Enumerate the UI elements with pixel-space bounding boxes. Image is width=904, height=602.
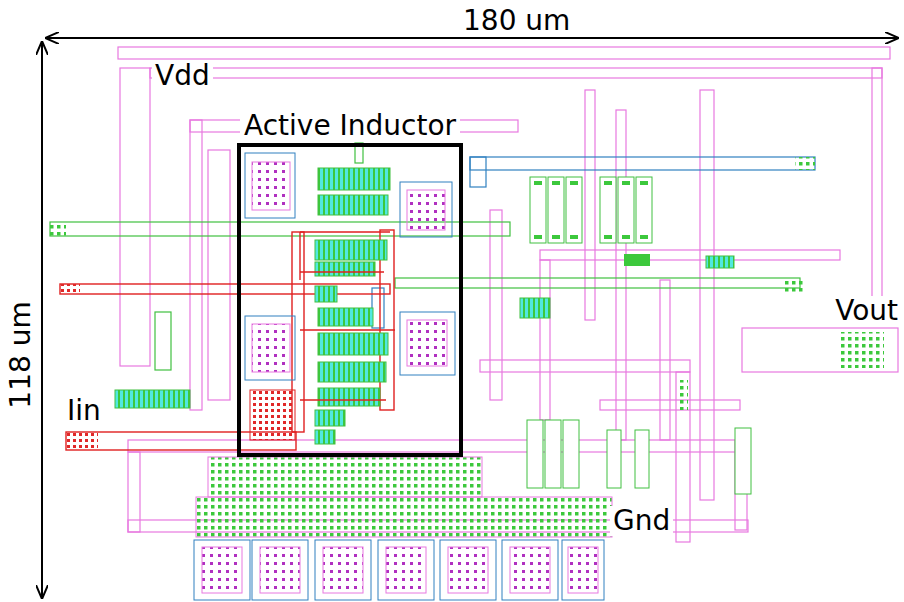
pad — [838, 332, 884, 368]
pin-label: Iin — [64, 396, 104, 426]
dimension-label: 180 um — [460, 6, 573, 36]
contacts — [534, 181, 688, 410]
pin-label: Gnd — [610, 506, 673, 536]
transistor — [115, 168, 734, 444]
poly-route — [300, 232, 395, 400]
gnd-rail — [196, 497, 612, 537]
pad — [785, 278, 803, 294]
gnd-rail — [208, 457, 482, 497]
dim-line — [41, 42, 43, 598]
capacitor-row — [194, 540, 604, 600]
dim-line — [41, 42, 43, 598]
pad — [60, 284, 80, 294]
resistor — [527, 177, 751, 494]
capacitor — [245, 153, 455, 440]
dimension-label: 118 um — [6, 298, 36, 411]
pin-label: Vdd — [152, 61, 213, 91]
region-title: Active Inductor — [240, 111, 460, 141]
region-box: Active Inductor — [237, 143, 463, 457]
poly-wires — [60, 230, 394, 450]
dim-line — [46, 37, 898, 39]
metal3-wires — [372, 157, 815, 328]
metal2-wires — [50, 143, 800, 370]
dim-line — [46, 37, 898, 39]
pad — [66, 432, 98, 450]
pin-label: Vout — [832, 296, 901, 326]
pad — [795, 157, 815, 170]
pad — [50, 222, 66, 236]
